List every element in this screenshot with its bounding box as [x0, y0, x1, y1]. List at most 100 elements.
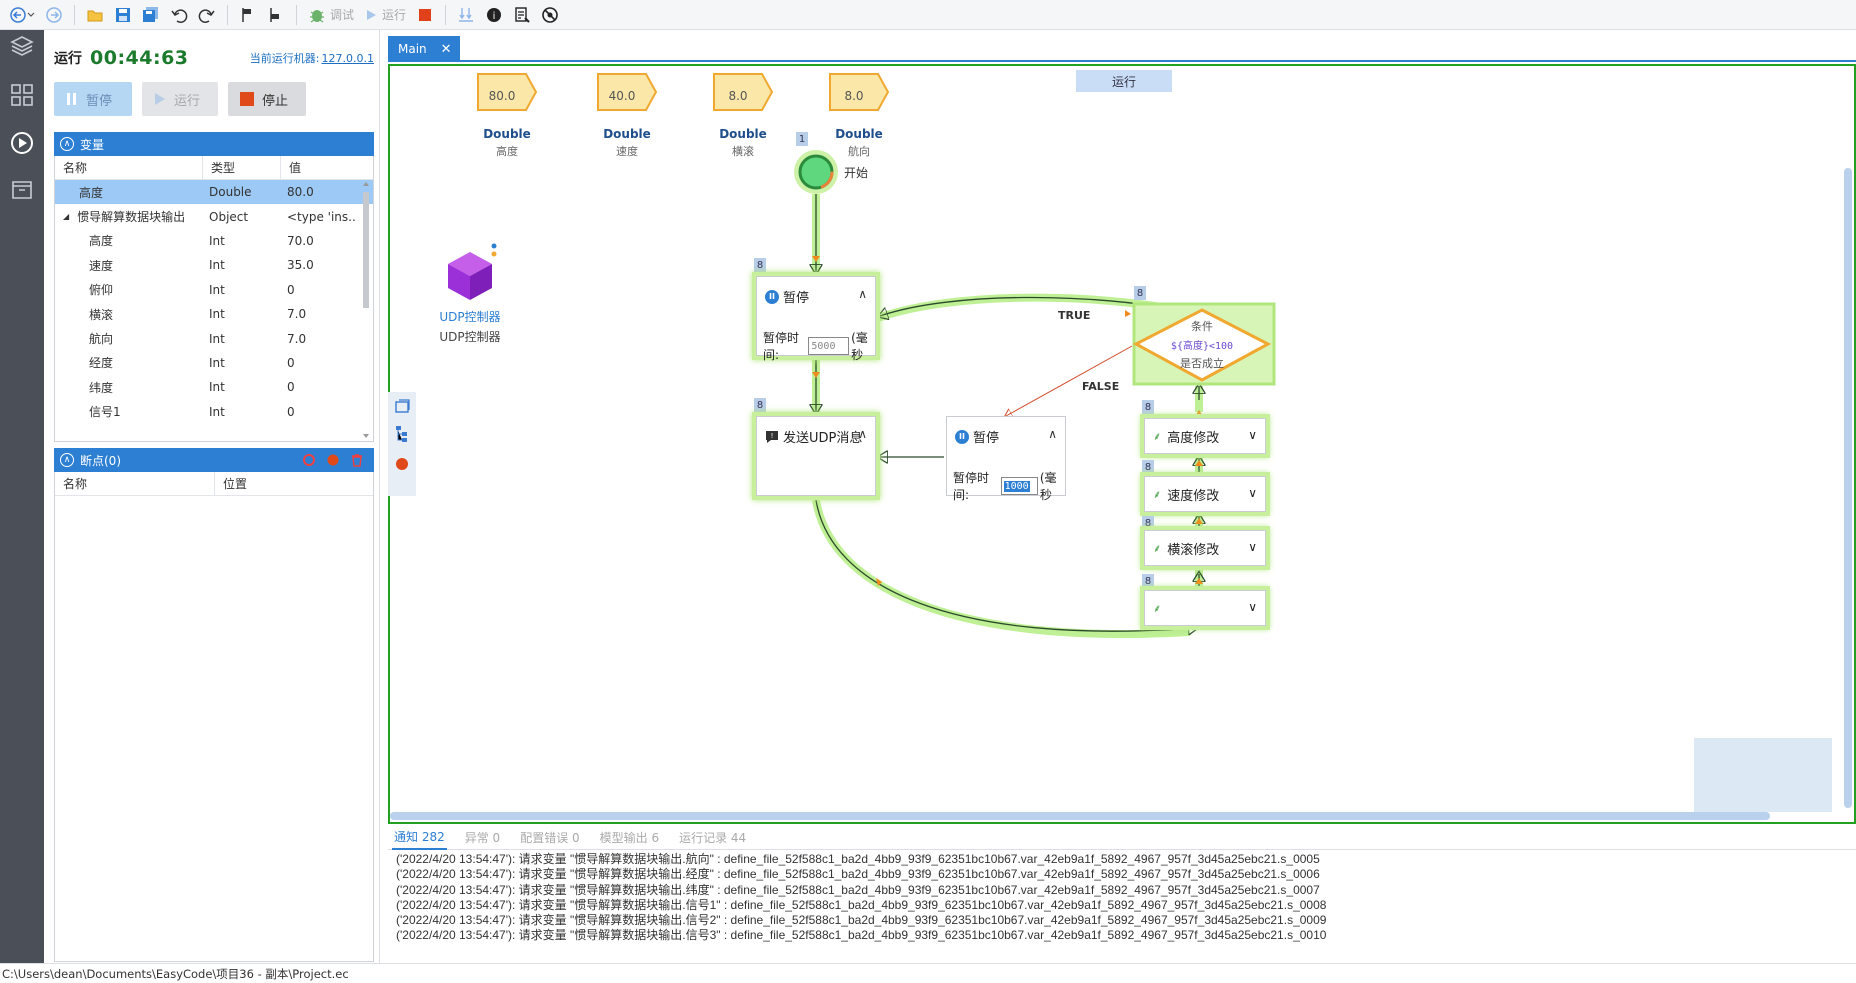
pause-time-input[interactable]: 1000 [1000, 477, 1038, 495]
grid-icon[interactable] [9, 82, 35, 108]
collapse-icon[interactable]: ∧ [60, 453, 74, 467]
true-branch-label: TRUE [1058, 309, 1091, 322]
pause-time-input[interactable]: 5000 [808, 337, 850, 355]
breakpoint-icon[interactable] [396, 458, 408, 470]
column-header-name[interactable]: 名称 [55, 156, 203, 179]
modify-unnamed-node[interactable]: ⸙ ∨ [1144, 590, 1266, 626]
stop-toolbar-button[interactable] [413, 3, 437, 27]
tree-icon[interactable] [396, 426, 407, 442]
condition-node[interactable]: 条件 ${高度}<100 是否成立 [1136, 318, 1268, 371]
column-header-type[interactable]: 类型 [203, 156, 281, 179]
machine-ip-link[interactable]: 127.0.0.1 [321, 51, 374, 65]
node-badge: 8 [1142, 400, 1154, 414]
debug-button[interactable]: 调试 [305, 3, 357, 27]
run-state-badge: 运行 [1076, 70, 1172, 92]
close-icon[interactable]: ✕ [440, 41, 452, 57]
redo-button[interactable] [195, 3, 219, 27]
modify-speed-node[interactable]: ⸙ 速度修改 ∨ [1144, 476, 1266, 512]
log-button[interactable] [510, 3, 534, 27]
expand-triangle-icon[interactable]: ◢ [63, 212, 70, 222]
outline-icon[interactable] [395, 399, 410, 413]
output-tab[interactable]: 模型输出 6 [599, 831, 660, 845]
modify-roll-node[interactable]: ⸙ 横滚修改 ∨ [1144, 530, 1266, 566]
variable-value: 0 [287, 282, 295, 297]
breakpoints-header[interactable]: ∧ 断点(0) [54, 448, 374, 472]
info-button[interactable]: i [482, 3, 506, 27]
flag-button[interactable] [236, 3, 260, 27]
var-node-heading[interactable]: 8.0 Double 航向 [804, 75, 914, 159]
output-tab[interactable]: 配置错误 0 [520, 831, 580, 845]
flag-alt-button[interactable] [264, 3, 288, 27]
open-button[interactable] [83, 3, 107, 27]
run-button[interactable]: 运行 [142, 82, 218, 116]
modify-altitude-node[interactable]: ⸙ 高度修改 ∨ [1144, 418, 1266, 454]
editor-tabbar: Main ✕ [388, 34, 1856, 62]
variables-scrollbar[interactable] [361, 180, 371, 442]
variable-type: Int [209, 258, 225, 273]
tab-main[interactable]: Main ✕ [388, 36, 460, 62]
collapse-icon[interactable]: ∧ [60, 137, 74, 151]
no-entry-icon [542, 6, 558, 23]
flag-icon [242, 7, 251, 22]
toolbar-separator [227, 4, 228, 25]
var-node-speed[interactable]: 40.0 Double 速度 [572, 75, 682, 159]
disable-button[interactable] [538, 3, 562, 27]
undo-button[interactable] [167, 3, 191, 27]
edge-false [1006, 345, 1133, 416]
var-node-shapes [477, 73, 890, 111]
breakpoint-filled-icon[interactable] [326, 453, 340, 467]
chevron-down-icon[interactable]: ∨ [1248, 486, 1257, 500]
canvas-minimap[interactable] [1694, 738, 1832, 812]
forward-button[interactable] [42, 3, 66, 27]
chevron-up-icon[interactable]: ∧ [1048, 427, 1057, 441]
run-panel-icon[interactable] [9, 130, 35, 156]
chevron-up-icon[interactable]: ∧ [858, 287, 867, 301]
pause-node-title: 暂停 [973, 431, 1000, 446]
bug-icon [310, 9, 324, 23]
chevron-down-icon[interactable]: ∨ [1248, 600, 1257, 614]
archive-icon[interactable] [9, 176, 35, 202]
pause-button[interactable]: 暂停 [54, 82, 132, 116]
variable-name: 速度 [89, 258, 114, 273]
chevron-down-icon[interactable]: ∨ [1248, 540, 1257, 554]
step-button[interactable] [454, 3, 478, 27]
column-header-location[interactable]: 位置 [223, 477, 248, 491]
layers-icon[interactable] [9, 34, 35, 60]
back-button[interactable] [6, 3, 38, 27]
breakpoint-outline-icon[interactable] [302, 453, 316, 467]
var-node-altitude[interactable]: 80.0 Double 高度 [452, 75, 562, 159]
column-header-name[interactable]: 名称 [55, 472, 215, 495]
output-tab[interactable]: 通知 282 [392, 826, 447, 850]
column-header-value[interactable]: 值 [289, 161, 302, 175]
stop-button[interactable]: 停止 [228, 82, 306, 116]
output-tab[interactable]: 运行记录 44 [679, 831, 747, 845]
canvas-vertical-scrollbar[interactable] [1844, 168, 1852, 808]
run-toolbar-button[interactable]: 运行 [361, 3, 409, 27]
chevron-down-icon[interactable]: ∨ [1248, 428, 1257, 442]
save-button[interactable] [111, 3, 135, 27]
variable-type: Int [209, 404, 225, 419]
save-all-button[interactable] [139, 3, 163, 27]
send-udp-node[interactable]: ! 发送UDP消息 ∧ [756, 416, 876, 496]
variables-header[interactable]: ∧ 变量 [54, 132, 374, 156]
udp-controller-node[interactable]: UDP控制器 UDP控制器 [430, 308, 510, 345]
canvas-horizontal-scrollbar[interactable] [390, 812, 1770, 820]
output-tab[interactable]: 异常 0 [464, 831, 501, 845]
start-node[interactable] [798, 154, 834, 190]
flow-canvas[interactable]: 运行 80.0 Double 高度 40.0 Double 速度 8.0 Dou… [388, 64, 1856, 824]
var-node-roll[interactable]: 8.0 Double 横滚 [688, 75, 798, 159]
chevron-up-icon[interactable]: ∧ [858, 427, 867, 441]
trash-icon[interactable] [350, 453, 364, 467]
